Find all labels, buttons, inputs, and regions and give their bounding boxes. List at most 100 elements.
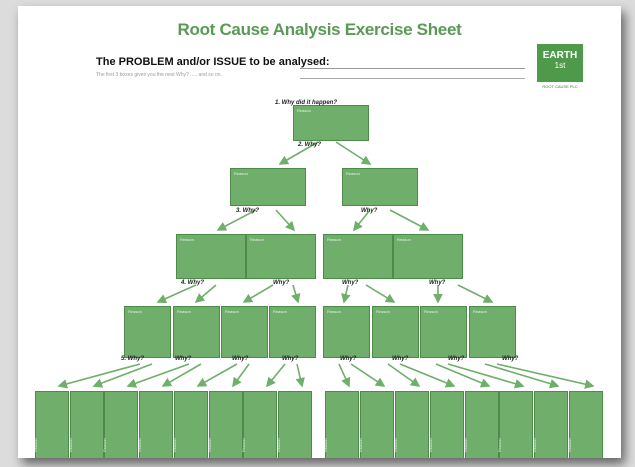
reason-box[interactable]: Reason (137, 391, 173, 458)
connector-arrow (161, 363, 202, 387)
why-label-5g: Why? (448, 356, 465, 362)
reason-box[interactable]: Reason (276, 391, 312, 458)
problem-input-line[interactable] (300, 68, 525, 69)
reason-box[interactable]: Reason (428, 391, 464, 458)
connector-arrow (447, 363, 525, 389)
why-label-5f: Why? (392, 356, 409, 362)
why-label-5: 5. Why? (121, 356, 145, 362)
connector-arrow (496, 363, 595, 389)
connector-arrow (365, 284, 396, 303)
reason-box[interactable]: Reason (358, 391, 394, 458)
connector-arrow (126, 363, 190, 388)
reason-box[interactable]: Reason (246, 234, 316, 279)
logo-text: EARTH (542, 50, 578, 61)
connector-arrow (389, 209, 430, 231)
reason-box[interactable]: Reason (342, 168, 418, 206)
reason-label: Reason (532, 438, 537, 452)
why-label-5b: Why? (175, 356, 192, 362)
reason-label: Reason (463, 438, 468, 452)
reason-label: Reason (137, 438, 142, 452)
reason-box[interactable]: Reason (293, 105, 369, 141)
problem-label: The PROBLEM and/or ISSUE to be analysed: (96, 56, 330, 68)
connector-arrow (216, 209, 257, 231)
reason-label: Reason (250, 237, 264, 242)
reason-label: Reason (297, 108, 311, 113)
reason-label: Reason (225, 309, 239, 314)
why-label-3b: Why? (361, 208, 378, 214)
reason-box[interactable]: Reason (420, 306, 467, 358)
why-label-4d: Why? (429, 280, 446, 286)
reason-box[interactable]: Reason (532, 391, 568, 458)
reason-box[interactable]: Reason (372, 306, 419, 358)
reason-label: Reason (567, 438, 572, 452)
reason-box[interactable]: Reason (124, 306, 171, 358)
reason-label: Reason (180, 237, 194, 242)
why-label-2: 2. Why? (298, 142, 322, 148)
reason-label: Reason (177, 309, 191, 314)
reason-label: Reason (376, 309, 390, 314)
reason-label: Reason (323, 438, 328, 452)
reason-box[interactable]: Reason (33, 391, 69, 458)
why-label-4c: Why? (342, 280, 359, 286)
connector-arrow (57, 363, 141, 389)
reason-label: Reason (68, 438, 73, 452)
arrow-connectors (57, 141, 595, 389)
reason-box[interactable]: Reason (221, 306, 268, 358)
logo-subtitle: ROOT CAUSE PLC (542, 84, 578, 89)
reason-label: Reason (276, 438, 281, 452)
connector-arrow (338, 363, 351, 388)
reason-label: Reason (497, 438, 502, 452)
connector-arrow (92, 363, 153, 388)
hint-text: The first 3 boxes gives you the next Why… (96, 72, 222, 78)
connector-arrow (275, 209, 296, 232)
reason-box[interactable]: Reason (497, 391, 533, 458)
reason-label: Reason (473, 309, 487, 314)
reason-label: Reason (327, 309, 341, 314)
reason-box[interactable]: Reason (323, 391, 359, 458)
reason-box[interactable]: Reason (567, 391, 603, 458)
reason-label: Reason (172, 438, 177, 452)
reason-label: Reason (207, 438, 212, 452)
connector-arrow (194, 284, 217, 304)
why-label-5c: Why? (232, 356, 249, 362)
why-label-5e: Why? (340, 356, 357, 362)
reason-box[interactable]: Reason (393, 391, 429, 458)
reason-box[interactable]: Reason (172, 391, 208, 458)
reason-label: Reason (234, 171, 248, 176)
why-label-4: 4. Why? (181, 280, 205, 286)
connector-arrow (295, 363, 305, 388)
connector-arrow (291, 284, 301, 304)
connector-arrow (457, 284, 494, 303)
reason-label: Reason (358, 438, 363, 452)
reason-label: Reason (128, 309, 142, 314)
reason-box[interactable]: Reason (241, 391, 277, 458)
connector-arrow (196, 363, 238, 387)
reason-box[interactable]: Reason (463, 391, 499, 458)
reason-box[interactable]: Reason (176, 234, 246, 279)
reason-label: Reason (241, 438, 246, 452)
reason-box[interactable]: Reason (173, 306, 220, 358)
reason-box[interactable]: Reason (230, 168, 306, 206)
connector-arrow (387, 363, 421, 387)
reason-label: Reason (424, 309, 438, 314)
why-label-5h: Why? (502, 356, 519, 362)
why-label-3: 3. Why? (236, 208, 260, 214)
connector-arrow (156, 284, 197, 304)
why-label-4b: Why? (273, 280, 290, 286)
reason-label: Reason (273, 309, 287, 314)
reason-label: Reason (393, 438, 398, 452)
reason-box[interactable]: Reason (469, 306, 516, 358)
reason-box[interactable]: Reason (68, 391, 104, 458)
problem-input-line-2[interactable] (300, 78, 525, 79)
reason-box[interactable]: Reason (207, 391, 243, 458)
reason-label: Reason (33, 438, 38, 452)
connector-arrow (335, 141, 372, 165)
reason-box[interactable]: Reason (323, 234, 393, 279)
connector-arrow (484, 363, 560, 389)
reason-box[interactable]: Reason (393, 234, 463, 279)
reason-box[interactable]: Reason (269, 306, 316, 358)
reason-box[interactable]: Reason (102, 391, 138, 458)
connector-arrow (242, 284, 274, 303)
reason-box[interactable]: Reason (323, 306, 370, 358)
connector-arrow (265, 363, 286, 388)
